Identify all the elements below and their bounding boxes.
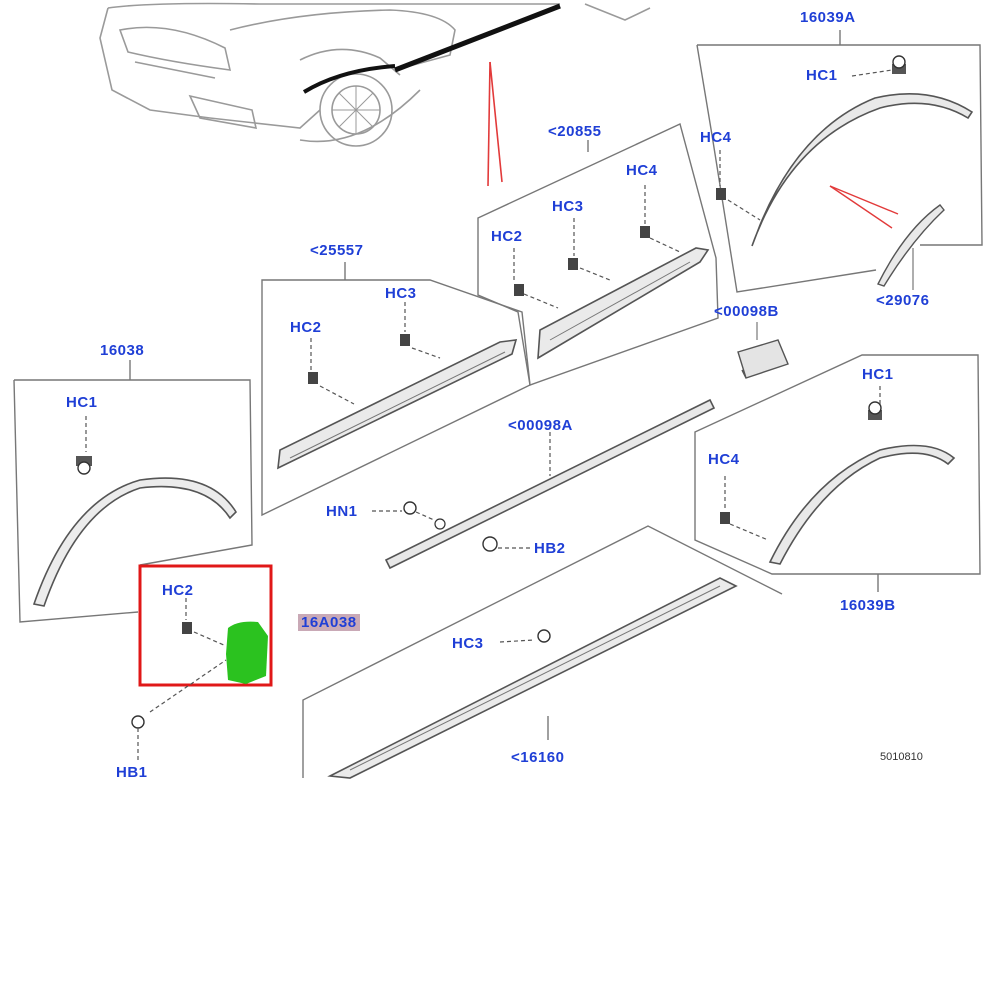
callout-hc1[interactable]: HC1 [862, 366, 894, 383]
callout-hc1[interactable]: HC1 [806, 67, 838, 84]
callout-hc4[interactable]: HC4 [708, 451, 740, 468]
callout-20855[interactable]: <20855 [548, 123, 602, 140]
leader-lines-00098a [372, 510, 530, 549]
rear-arch-moulding-16039b [768, 444, 956, 565]
highlight-frame [138, 564, 273, 687]
group-frame-16038 [13, 360, 253, 623]
callout-hb2[interactable]: HB2 [534, 540, 566, 557]
group-frame-25557 [261, 262, 531, 517]
vehicle-outline [99, 2, 651, 147]
leader-lines-16039a [719, 69, 893, 221]
diagram-reference-code: 5010810 [880, 751, 923, 763]
leader-lines-16a038 [149, 598, 227, 713]
front-arch-moulding-16038 [32, 477, 238, 607]
clip-icon [720, 401, 882, 524]
callout-hc4[interactable]: HC4 [700, 129, 732, 146]
door-trim-25557 [277, 339, 518, 470]
vehicle-leader-lines [487, 61, 503, 187]
clip-icon [716, 55, 906, 200]
callout-hc4[interactable]: HC4 [626, 162, 658, 179]
clip-icon [76, 456, 92, 475]
group-frame-16039a [696, 30, 983, 293]
clip-icon [514, 226, 650, 296]
leader-lines-25557 [310, 302, 441, 405]
callout-hc3[interactable]: HC3 [385, 285, 417, 302]
callout-29076[interactable]: <29076 [876, 292, 930, 309]
callout-16039b[interactable]: 16039B [840, 597, 896, 614]
callout-00098a[interactable]: <00098A [508, 417, 573, 434]
leader-line [499, 639, 535, 643]
callout-hc3[interactable]: HC3 [452, 635, 484, 652]
callout-00098b[interactable]: <00098B [714, 303, 779, 320]
vehicle-side-trim [302, 3, 561, 94]
bracket-00098b [737, 339, 789, 379]
clip-icon [403, 501, 498, 552]
callout-hc2[interactable]: HC2 [491, 228, 523, 245]
group-frame-20855 [477, 123, 719, 386]
callout-25557[interactable]: <25557 [310, 242, 364, 259]
clip-icon [308, 334, 410, 384]
leader-29076 [829, 185, 899, 229]
callout-16038[interactable]: 16038 [100, 342, 145, 359]
clip-icon [537, 629, 551, 643]
callout-16a038[interactable]: 16A038 [298, 614, 360, 631]
clip-icon [182, 622, 192, 634]
callout-hb1[interactable]: HB1 [116, 764, 148, 781]
leader-lines-20855 [513, 185, 681, 309]
strip-00098a [384, 398, 716, 570]
group-frame-16160 [302, 525, 783, 778]
group-frame-16039b [694, 354, 981, 592]
mud-flap-16a038 [226, 621, 268, 684]
callout-hn1[interactable]: HN1 [326, 503, 358, 520]
callout-hc2[interactable]: HC2 [162, 582, 194, 599]
callout-hc2[interactable]: HC2 [290, 319, 322, 336]
callout-16039a[interactable]: 16039A [800, 9, 856, 26]
callout-hc1[interactable]: HC1 [66, 394, 98, 411]
arch-extension-29076 [877, 204, 945, 287]
leader-lines-16039b [724, 386, 881, 541]
rear-arch-moulding-upper-right [751, 93, 974, 247]
screw-icon [131, 715, 145, 760]
callout-16160[interactable]: <16160 [511, 749, 565, 766]
rocker-trim-20855 [537, 247, 710, 360]
callout-hc3[interactable]: HC3 [552, 198, 584, 215]
